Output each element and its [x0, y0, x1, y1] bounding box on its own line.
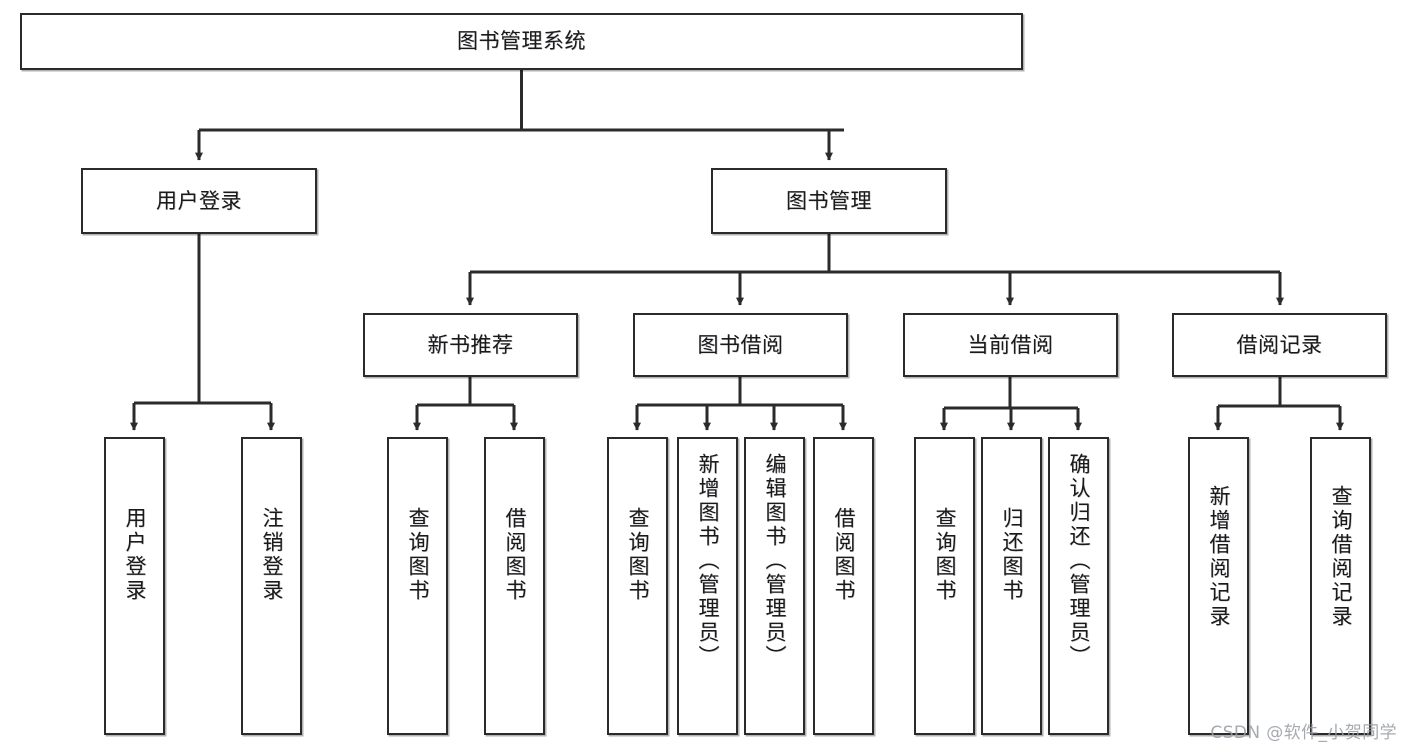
node-leaf-logout-label: 注销登录 — [260, 507, 284, 603]
node-root-label: 图书管理系统 — [457, 29, 586, 54]
node-book-manage-label: 图书管理 — [786, 188, 872, 213]
node-book-borrow[interactable]: 图书借阅 — [633, 313, 848, 377]
node-leaf-add-book-label: 新增图书（管理员） — [696, 453, 720, 669]
node-user-login-label: 用户登录 — [156, 188, 242, 213]
node-leaf-user-login-label: 用户登录 — [123, 507, 147, 603]
node-leaf-add-borrow-record-label: 新增借阅记录 — [1207, 485, 1231, 629]
node-leaf-confirm-return[interactable]: 确认归还（管理员） — [1048, 437, 1109, 735]
node-leaf-borrow-book-1-label: 借阅图书 — [503, 507, 527, 603]
node-leaf-logout[interactable]: 注销登录 — [241, 437, 302, 735]
node-leaf-query-book-1-label: 查询图书 — [406, 507, 430, 603]
node-leaf-return-book[interactable]: 归还图书 — [981, 437, 1042, 735]
node-leaf-add-borrow-record[interactable]: 新增借阅记录 — [1188, 437, 1249, 735]
node-leaf-query-borrow-record-label: 查询借阅记录 — [1329, 485, 1353, 629]
node-leaf-borrow-book-2-label: 借阅图书 — [832, 507, 856, 603]
node-new-book-recommend[interactable]: 新书推荐 — [363, 313, 578, 377]
node-book-borrow-label: 图书借阅 — [697, 332, 784, 357]
node-current-borrow-label: 当前借阅 — [967, 332, 1054, 357]
node-borrow-record-label: 借阅记录 — [1236, 332, 1323, 357]
node-leaf-user-login[interactable]: 用户登录 — [104, 437, 165, 735]
node-leaf-query-borrow-record[interactable]: 查询借阅记录 — [1310, 437, 1371, 735]
node-leaf-edit-book[interactable]: 编辑图书（管理员） — [744, 437, 805, 735]
node-leaf-query-book-1[interactable]: 查询图书 — [387, 437, 448, 735]
node-leaf-query-book-3[interactable]: 查询图书 — [914, 437, 975, 735]
node-current-borrow[interactable]: 当前借阅 — [903, 313, 1118, 377]
node-leaf-borrow-book-1[interactable]: 借阅图书 — [484, 437, 545, 735]
node-borrow-record[interactable]: 借阅记录 — [1172, 313, 1387, 377]
node-leaf-add-book[interactable]: 新增图书（管理员） — [677, 437, 738, 735]
node-leaf-borrow-book-2[interactable]: 借阅图书 — [813, 437, 874, 735]
node-root[interactable]: 图书管理系统 — [20, 13, 1023, 70]
node-leaf-confirm-return-label: 确认归还（管理员） — [1067, 453, 1091, 669]
node-leaf-edit-book-label: 编辑图书（管理员） — [763, 453, 787, 669]
node-leaf-return-book-label: 归还图书 — [1000, 507, 1024, 603]
node-book-manage[interactable]: 图书管理 — [711, 168, 947, 234]
node-new-book-recommend-label: 新书推荐 — [427, 332, 514, 357]
node-leaf-query-book-2[interactable]: 查询图书 — [607, 437, 668, 735]
node-leaf-query-book-3-label: 查询图书 — [933, 507, 957, 603]
node-user-login[interactable]: 用户登录 — [81, 168, 317, 234]
node-leaf-query-book-2-label: 查询图书 — [626, 507, 650, 603]
